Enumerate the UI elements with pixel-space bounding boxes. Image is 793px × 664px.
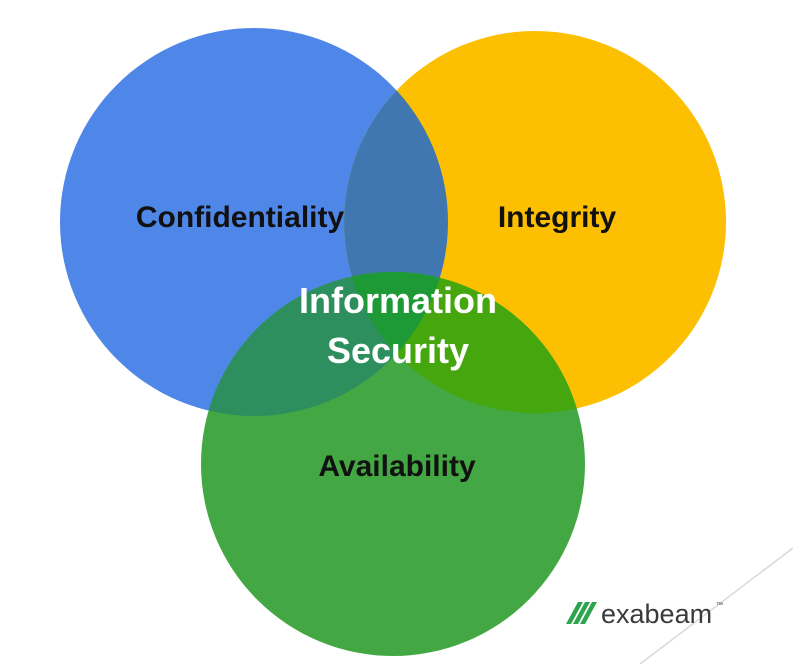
- center-label-line1: Information: [299, 280, 497, 321]
- corner-decoration-line: [639, 547, 793, 664]
- exabeam-logo-icon: [566, 602, 597, 624]
- exabeam-logo: exabeam ™: [566, 599, 723, 629]
- confidentiality-label: Confidentiality: [136, 201, 345, 234]
- confidentiality-availability-overlap: [201, 272, 448, 416]
- integrity-label: Integrity: [498, 201, 617, 234]
- center-label-line2: Security: [327, 330, 469, 371]
- exabeam-logo-trademark: ™: [716, 602, 723, 609]
- integrity-availability-overlap: [344, 272, 585, 413]
- availability-label: Availability: [318, 450, 476, 483]
- exabeam-logo-text: exabeam: [601, 599, 712, 629]
